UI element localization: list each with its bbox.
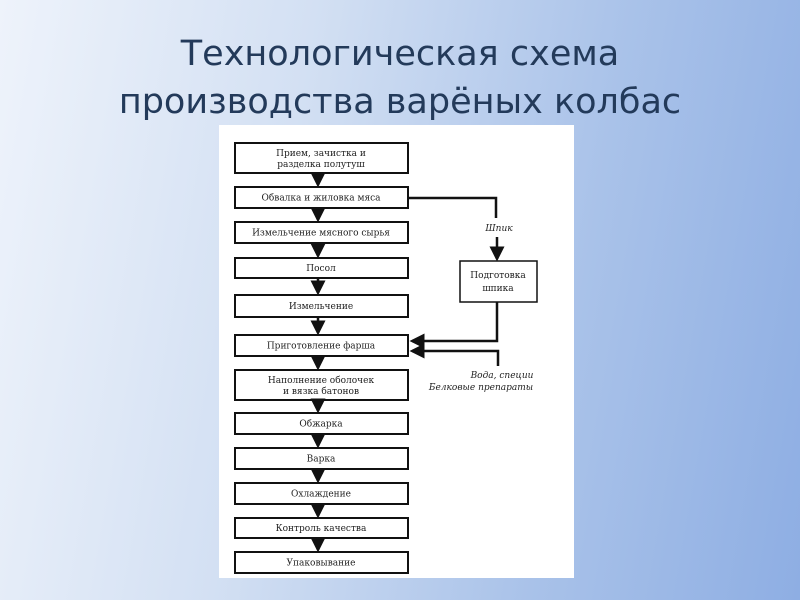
arrow-spik-to-farsh bbox=[409, 302, 499, 349]
process-step-label: Прием, зачистка и bbox=[276, 149, 366, 159]
process-step-label: и вязка батонов bbox=[283, 386, 359, 397]
slide-title-line-2: производства варёных колбас bbox=[118, 82, 682, 122]
side-box-line-1: Подготовка bbox=[470, 271, 526, 281]
slide-title-line-1: Технологическая схема bbox=[180, 34, 620, 74]
branch-line-to-spik bbox=[408, 196, 498, 218]
process-step-label: Посол bbox=[306, 264, 336, 274]
process-step-label: Измельчение bbox=[289, 302, 353, 312]
inputs-line-1: Вода, специи bbox=[470, 371, 534, 381]
process-step-label: Обжарка bbox=[299, 419, 343, 430]
process-step-label: Варка bbox=[307, 455, 336, 465]
arrow-inputs-to-farsh bbox=[409, 343, 500, 366]
process-step-label: Наполнение оболочек bbox=[268, 375, 375, 386]
process-step-label: Приготовление фарша bbox=[267, 342, 376, 352]
side-box-line-2: шпика bbox=[482, 284, 514, 294]
process-step-label: Измельчение мясного сырья bbox=[252, 229, 390, 239]
process-step-label: Упаковывание bbox=[287, 559, 356, 569]
process-step-label: Охлаждение bbox=[291, 490, 351, 500]
inputs-line-2: Белковые препараты bbox=[428, 383, 533, 393]
side-box-spik-preparation bbox=[459, 260, 538, 303]
process-step-label: Обвалка и жиловка мяса bbox=[261, 193, 381, 204]
process-step-label: разделка полутуш bbox=[277, 160, 365, 170]
side-label-spik: Шпик bbox=[484, 224, 513, 234]
process-step-label: Контроль качества bbox=[276, 524, 367, 534]
